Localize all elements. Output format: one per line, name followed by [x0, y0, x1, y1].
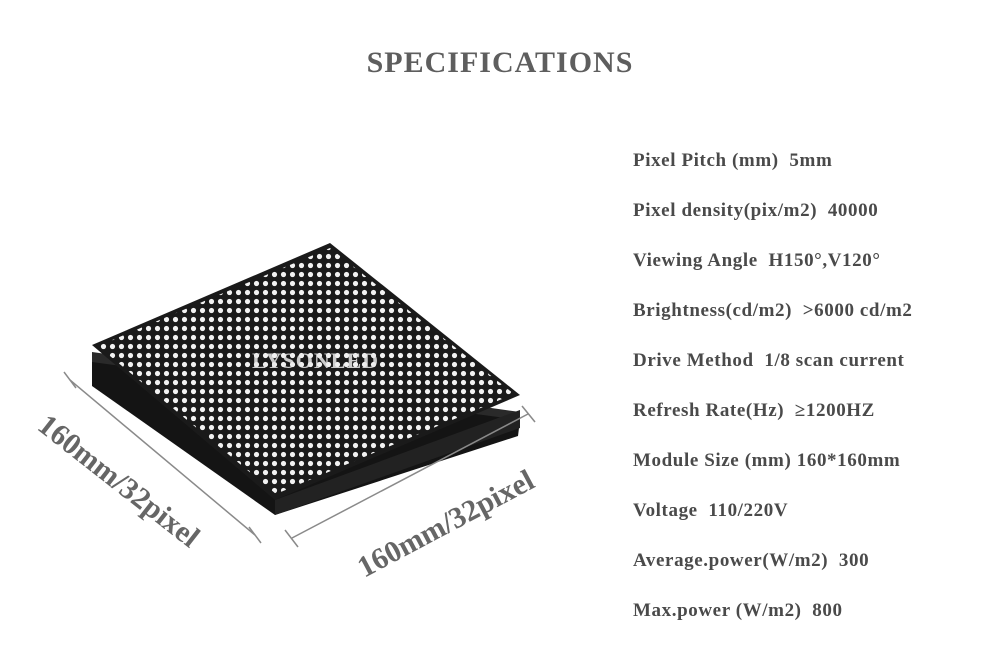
spec-module-size: Module Size (mm) 160*160mm: [633, 450, 901, 471]
spec-max-power: Max.power (W/m2) 800: [633, 600, 843, 621]
spec-refresh-rate: Refresh Rate(Hz) ≥1200HZ: [633, 400, 875, 421]
spec-pixel-pitch: Pixel Pitch (mm) 5mm: [633, 150, 833, 171]
spec-pixel-density: Pixel density(pix/m2) 40000: [633, 200, 879, 221]
page-title: SPECIFICATIONS: [366, 46, 634, 79]
spec-brightness: Brightness(cd/m2) >6000 cd/m2: [633, 300, 913, 321]
spec-viewing-angle: Viewing Angle H150°,V120°: [633, 250, 881, 271]
led-module-graphic: [63, 243, 536, 548]
brand-watermark: LYSONLED: [252, 348, 380, 373]
spec-voltage: Voltage 110/220V: [633, 500, 789, 521]
led-module-illustration: LYSONLED 160mm/32pixel 160mm/32pixel: [32, 243, 540, 584]
spec-drive-method: Drive Method 1/8 scan current: [633, 350, 905, 371]
spec-average-power: Average.power(W/m2) 300: [633, 550, 870, 571]
spec-list: Pixel Pitch (mm) 5mm Pixel density(pix/m…: [633, 150, 913, 650]
